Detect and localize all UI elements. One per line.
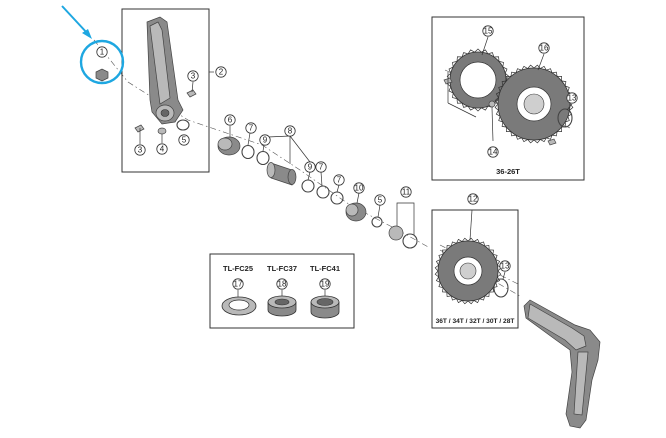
highlight-ring	[79, 39, 125, 85]
callout-number: 12	[469, 195, 478, 204]
callout-number: 10	[355, 184, 364, 193]
chainring-set-top-drawing	[443, 48, 574, 146]
highlight-arrow-head	[82, 29, 92, 39]
callout-number: 9	[263, 136, 268, 145]
callout: 17	[232, 278, 244, 290]
callout-number: 9	[308, 163, 313, 172]
callout: 9	[259, 134, 271, 146]
right-crank-arm-drawing	[523, 299, 601, 429]
chainring-set-bottom-drawing	[434, 237, 509, 305]
chainring-teeth	[494, 64, 574, 144]
callout: 2	[215, 66, 227, 78]
safety-plate-drawing	[157, 127, 167, 143]
callout: 8	[284, 125, 296, 137]
callout: 13	[499, 260, 511, 272]
callout: 4	[156, 143, 168, 155]
callout-number: 3	[191, 72, 196, 81]
highlight-arrow	[61, 5, 89, 35]
chainring-set-top-frame	[431, 16, 585, 181]
callout: 6	[224, 114, 236, 126]
callout-number: 5	[182, 136, 187, 145]
callout: 12	[467, 193, 479, 205]
callout: 9	[304, 161, 316, 173]
crank-bolts-drawing	[134, 81, 197, 144]
callout: 1	[96, 46, 108, 58]
chainring-top-leader-lines	[447, 36, 573, 142]
callout: 7	[245, 122, 257, 134]
tool-label-1: TL-FC25	[223, 264, 253, 273]
callout: 5	[178, 134, 190, 146]
callout: 13	[566, 92, 578, 104]
callout-number: 18	[278, 280, 287, 289]
bottom-bracket-parts-drawing	[217, 136, 418, 249]
tool-label-3: TL-FC41	[310, 264, 340, 273]
tools-drawing	[221, 295, 340, 319]
callout-number: 19	[321, 280, 330, 289]
chainring-teeth	[434, 237, 502, 305]
crank-cap-drawing	[95, 68, 109, 82]
tools-leader-lines	[237, 290, 326, 297]
callout: 7	[315, 161, 327, 173]
callout-number: 13	[568, 94, 577, 103]
callout-number: 16	[540, 44, 549, 53]
callout: 19	[319, 278, 331, 290]
callout-number: 3	[138, 146, 143, 155]
callout-number: 7	[319, 163, 324, 172]
left-crank-frame	[121, 8, 210, 173]
callout-number: 2	[219, 68, 224, 77]
callout-number: 15	[484, 27, 493, 36]
callout: 15	[482, 25, 494, 37]
chainring-set-bottom-label: 36T / 34T / 32T / 30T / 28T	[436, 318, 515, 325]
callout: 3	[134, 144, 146, 156]
callout: 18	[276, 278, 288, 290]
tool-label-2: TL-FC37	[267, 264, 297, 273]
callout-number: 13	[501, 262, 510, 271]
callout-number: 14	[489, 148, 498, 157]
callout: 14	[487, 146, 499, 158]
callout: 16	[538, 42, 550, 54]
callout-number: 4	[160, 145, 165, 154]
bb-leader-lines	[229, 126, 415, 235]
callout: 5	[374, 194, 386, 206]
chainring-bottom-leader-lines	[469, 209, 506, 280]
callout-number: 5	[378, 196, 383, 205]
callout: 10	[353, 182, 365, 194]
callout-number: 1	[100, 48, 105, 57]
callout-number: 17	[234, 280, 243, 289]
tools-frame	[209, 253, 355, 329]
callout: 11	[400, 186, 412, 198]
chainring-set-bottom-frame	[431, 209, 519, 329]
left-crank-arm-drawing	[146, 16, 184, 125]
callout-number: 7	[337, 176, 342, 185]
callout: 7	[333, 174, 345, 186]
callout: 3	[187, 70, 199, 82]
callout-number: 8	[288, 127, 293, 136]
callout-number: 7	[249, 124, 254, 133]
callout-number: 6	[228, 116, 233, 125]
callout-number: 11	[402, 188, 411, 197]
washer-5-drawing	[176, 119, 190, 131]
chainring-set-top-label: 36-26T	[496, 167, 520, 176]
